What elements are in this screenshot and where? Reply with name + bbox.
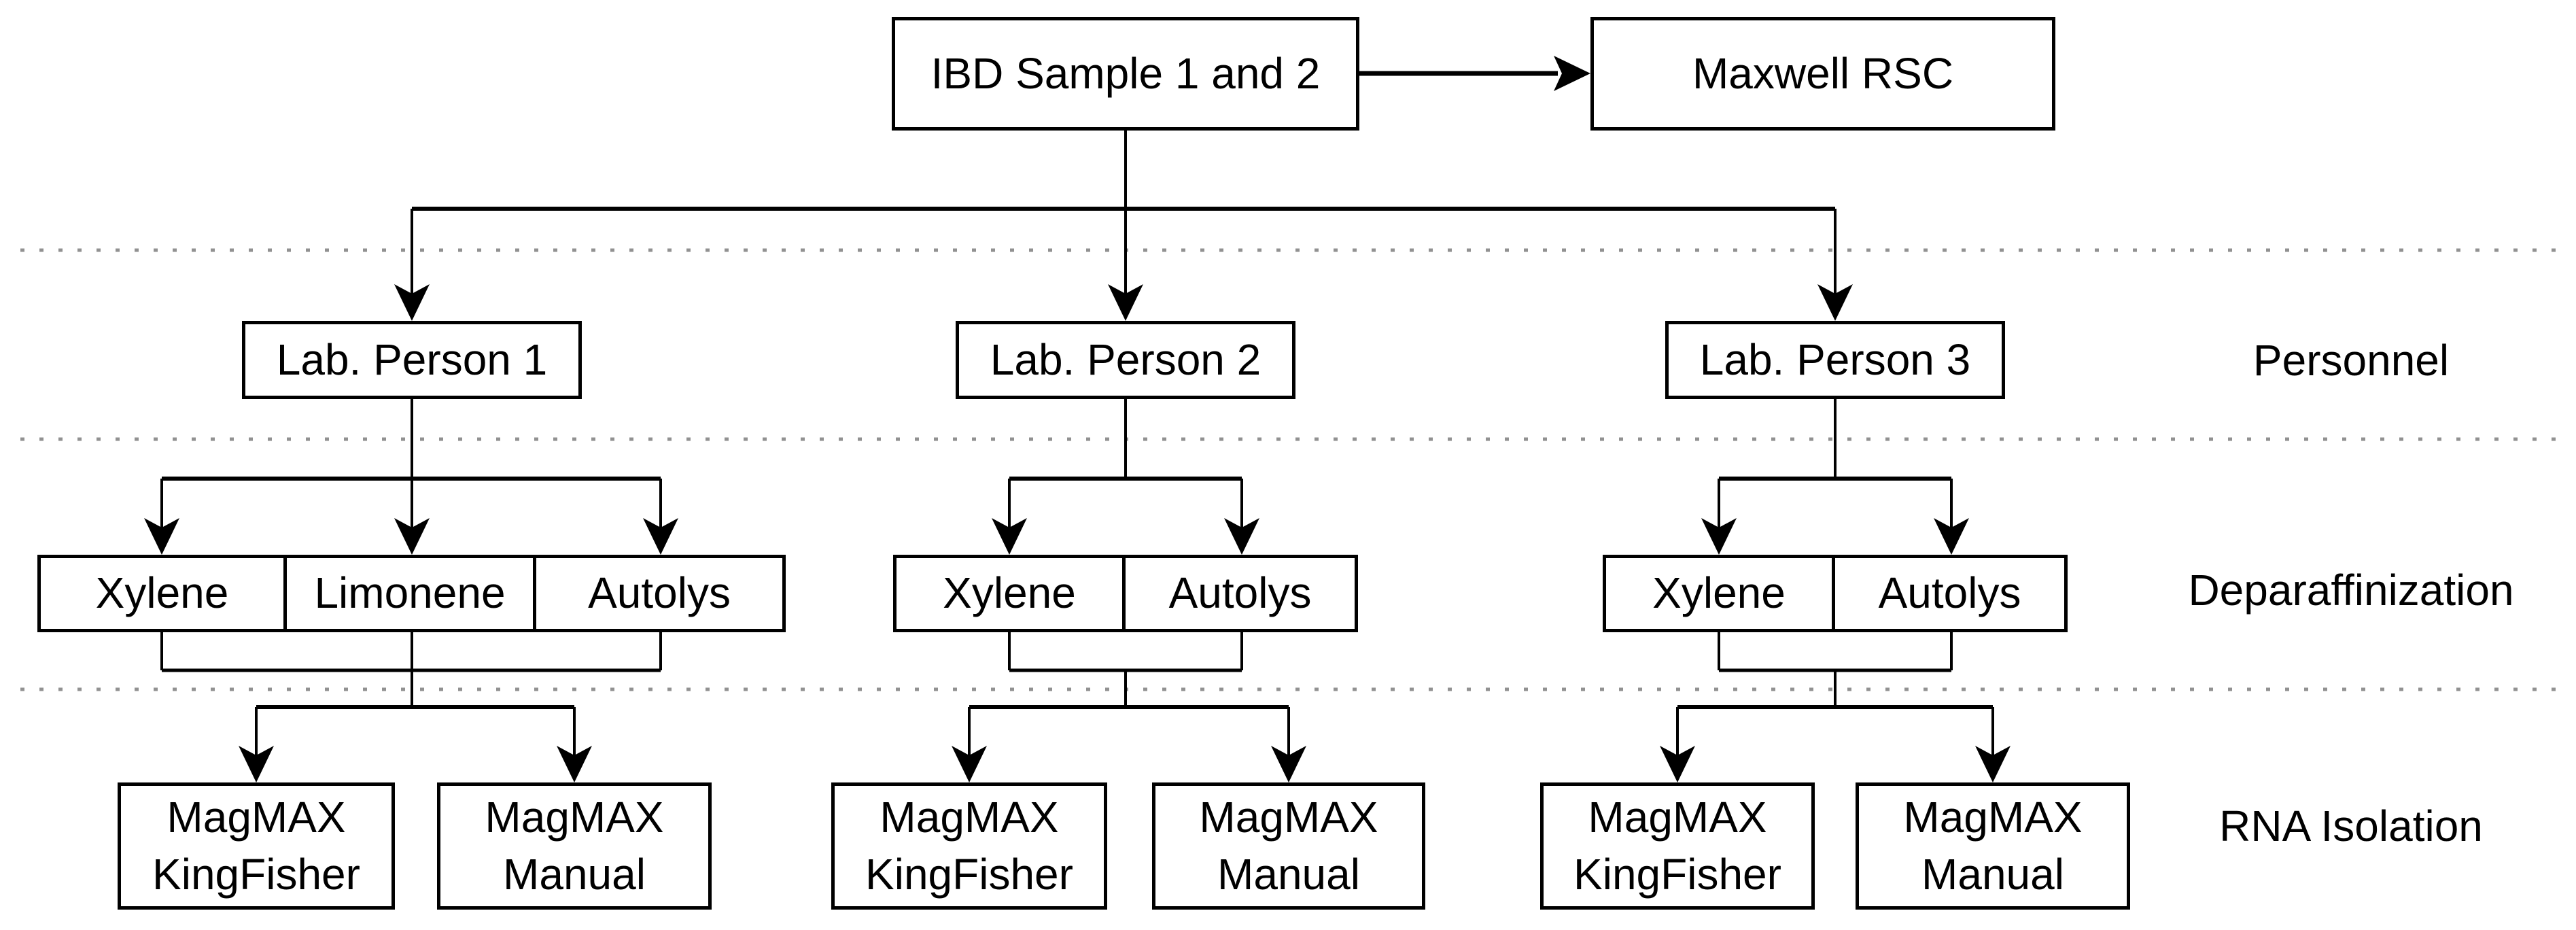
node-label-line: KingFisher <box>1573 849 1781 899</box>
node-label-line: Manual <box>1217 849 1360 899</box>
node-label-line: MagMAX <box>1588 793 1767 842</box>
node-label-line: Manual <box>503 849 646 899</box>
stage-label-personnel: Personnel <box>2252 336 2450 385</box>
node-maxwell-rsc: Maxwell RSC <box>1590 17 2055 131</box>
node-label-line: MagMAX <box>167 793 346 842</box>
node-ibd-sample: IBD Sample 1 and 2 <box>892 17 1359 131</box>
node-lab-person-1: Lab. Person 1 <box>242 321 582 399</box>
connectors <box>160 71 1994 758</box>
node-p2-xylene: Xylene <box>893 555 1126 632</box>
node-p1-magmax-manual: MagMAX Manual <box>437 782 712 910</box>
stage-label-rna-isolation: RNA Isolation <box>2219 802 2483 850</box>
node-lab-person-3: Lab. Person 3 <box>1665 321 2005 399</box>
node-p2-autolys: Autolys <box>1122 555 1358 632</box>
node-p2-magmax-kingfisher: MagMAX KingFisher <box>831 782 1107 910</box>
node-p1-autolys: Autolys <box>533 555 786 632</box>
node-p3-magmax-manual: MagMAX Manual <box>1856 782 2130 910</box>
node-label-line: KingFisher <box>865 849 1073 899</box>
node-p1-limonene: Limonene <box>283 555 536 632</box>
node-label-line: Manual <box>1921 849 2064 899</box>
node-label-line: KingFisher <box>152 849 360 899</box>
node-p1-xylene: Xylene <box>37 555 287 632</box>
node-p1-magmax-kingfisher: MagMAX KingFisher <box>118 782 395 910</box>
node-label-line: MagMAX <box>1199 793 1378 842</box>
node-p3-magmax-kingfisher: MagMAX KingFisher <box>1540 782 1815 910</box>
node-lab-person-2: Lab. Person 2 <box>956 321 1295 399</box>
node-p3-xylene: Xylene <box>1603 555 1835 632</box>
node-p3-autolys: Autolys <box>1832 555 2068 632</box>
stage-label-deparaffinization: Deparaffinization <box>2188 566 2514 615</box>
node-label-line: MagMAX <box>880 793 1059 842</box>
node-label-line: MagMAX <box>485 793 664 842</box>
arrowhead-icons <box>144 56 2011 782</box>
node-label-line: MagMAX <box>1903 793 2083 842</box>
node-p2-magmax-manual: MagMAX Manual <box>1152 782 1425 910</box>
